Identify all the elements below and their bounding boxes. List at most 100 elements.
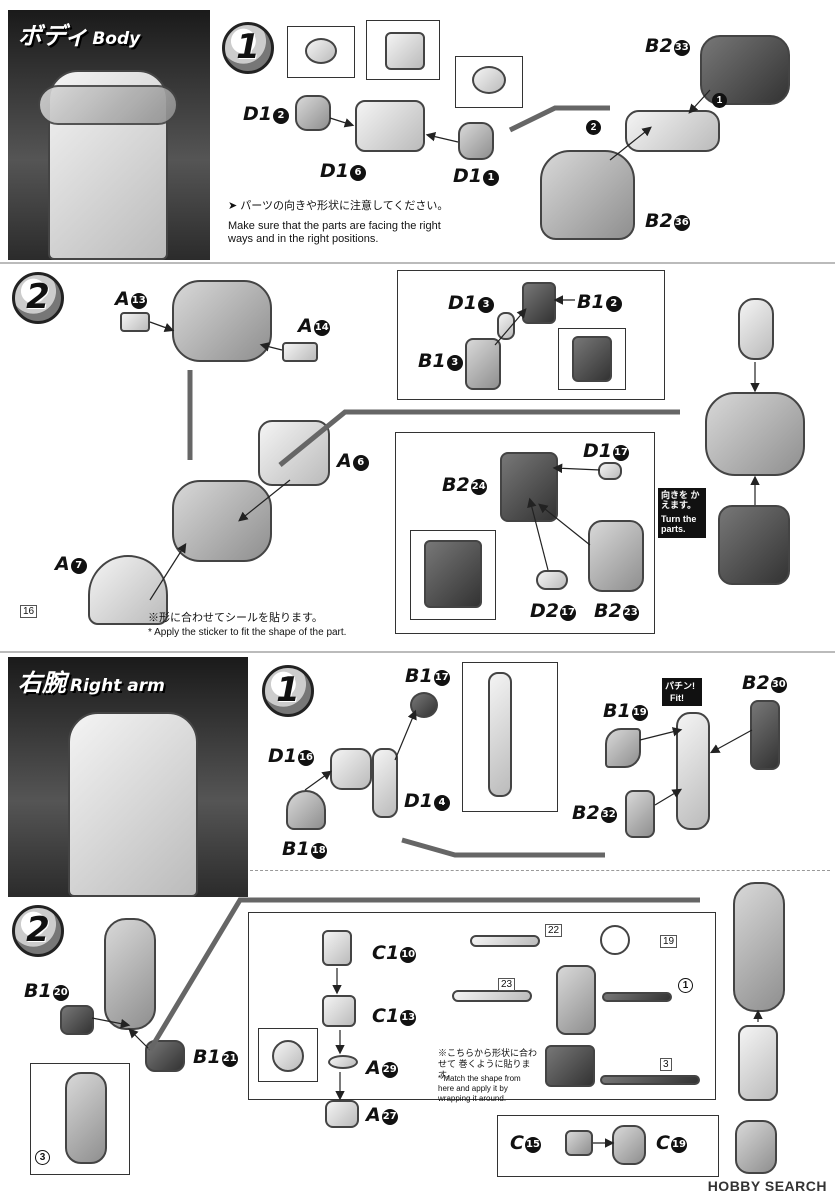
part-d1-1 xyxy=(458,122,494,160)
wrap-note-jp: ※こちらから形状に合わせて 巻くように貼ります。 xyxy=(438,1048,538,1080)
part-upper-arm xyxy=(676,712,710,830)
part-b2-30 xyxy=(750,700,780,770)
sticker-16: 16 xyxy=(20,605,38,618)
arrow-d1-2 xyxy=(329,117,355,128)
arrow-d1-1 xyxy=(425,131,459,143)
part-d1-17 xyxy=(598,462,622,480)
arm-step-1-badge: 1 xyxy=(262,665,314,717)
part-d1-4 xyxy=(372,748,398,818)
fit-jp: パチン! xyxy=(665,681,695,691)
divider-2 xyxy=(0,651,835,653)
body-note-en: Make sure that the parts are facing the … xyxy=(228,220,441,245)
order-2-b2-36: 2 xyxy=(586,120,601,135)
part-c15 xyxy=(565,1130,593,1156)
part-c19-hand xyxy=(612,1125,646,1165)
part-d1-16 xyxy=(330,748,372,790)
part-d1-6 xyxy=(355,100,425,152)
part-b2-24 xyxy=(500,452,558,522)
arrow-b1-19 xyxy=(639,727,683,741)
sticker-strip-3 xyxy=(600,1075,700,1085)
part-b2-36 xyxy=(540,150,635,240)
body-note-box xyxy=(220,195,465,250)
sticker-22: 22 xyxy=(545,924,563,937)
part-waist xyxy=(718,505,790,585)
part-wrap-detail xyxy=(545,1045,595,1087)
part-arm-complete-upper xyxy=(733,882,785,1012)
sticker-23: 23 xyxy=(498,978,516,991)
order-1-b2-33: 1 xyxy=(712,93,727,108)
part-neck xyxy=(738,298,774,360)
part-d1-assembled xyxy=(625,110,720,152)
body-figure-collar xyxy=(38,85,178,125)
sticker-19: 19 xyxy=(660,935,678,948)
part-arm-complete-forearm xyxy=(738,1025,778,1101)
part-hand-complete xyxy=(735,1120,777,1174)
fit-en: Fit! xyxy=(670,693,684,703)
arrow-b1-17 xyxy=(394,709,417,761)
part-a27 xyxy=(325,1100,359,1128)
sticker-strip-23 xyxy=(452,990,532,1002)
sticker-note-en: * Apply the sticker to fit the shape of … xyxy=(148,627,347,638)
part-d1-6-preview xyxy=(385,32,425,70)
part-a29-gear-preview xyxy=(272,1040,304,1072)
part-a14 xyxy=(282,342,318,362)
part-a6 xyxy=(258,420,330,486)
arrow-b2-30 xyxy=(709,729,753,754)
part-d1-3 xyxy=(497,312,515,340)
part-a13 xyxy=(120,312,150,332)
part-d1-2 xyxy=(295,95,331,131)
part-body-front-2 xyxy=(172,480,272,562)
part-b1-18 xyxy=(286,790,326,830)
part-a29 xyxy=(328,1055,358,1069)
body-step-2-badge: 2 xyxy=(12,272,64,324)
part-d2-17 xyxy=(536,570,568,590)
part-b1-19 xyxy=(605,728,641,768)
arm-step-2-badge: 2 xyxy=(12,905,64,957)
part-torso-assembled xyxy=(705,392,805,476)
watermark: HOBBY SEARCH xyxy=(707,1178,827,1194)
divider-1 xyxy=(0,262,835,264)
part-b1-3 xyxy=(465,338,501,390)
body-step-1-badge: 1 xyxy=(222,22,274,74)
turn-parts-jp: 向きを かえます。 xyxy=(661,490,700,510)
dash-separator xyxy=(250,870,830,871)
part-b1-17 xyxy=(410,692,438,718)
flow-arrow-4 xyxy=(401,837,605,858)
part-b1-20 xyxy=(60,1005,94,1035)
part-b1-2 xyxy=(522,282,556,324)
part-d1-1-preview xyxy=(472,66,506,94)
sticker-3: 3 xyxy=(660,1058,672,1071)
part-b2-24-back xyxy=(424,540,482,608)
arrow-b1-18 xyxy=(304,770,332,791)
arm-figure-image xyxy=(68,712,198,897)
body-note-jp: ➤ パーツの向きや形状に注意してください。 xyxy=(228,200,449,212)
part-arm-upper-2 xyxy=(104,918,156,1030)
